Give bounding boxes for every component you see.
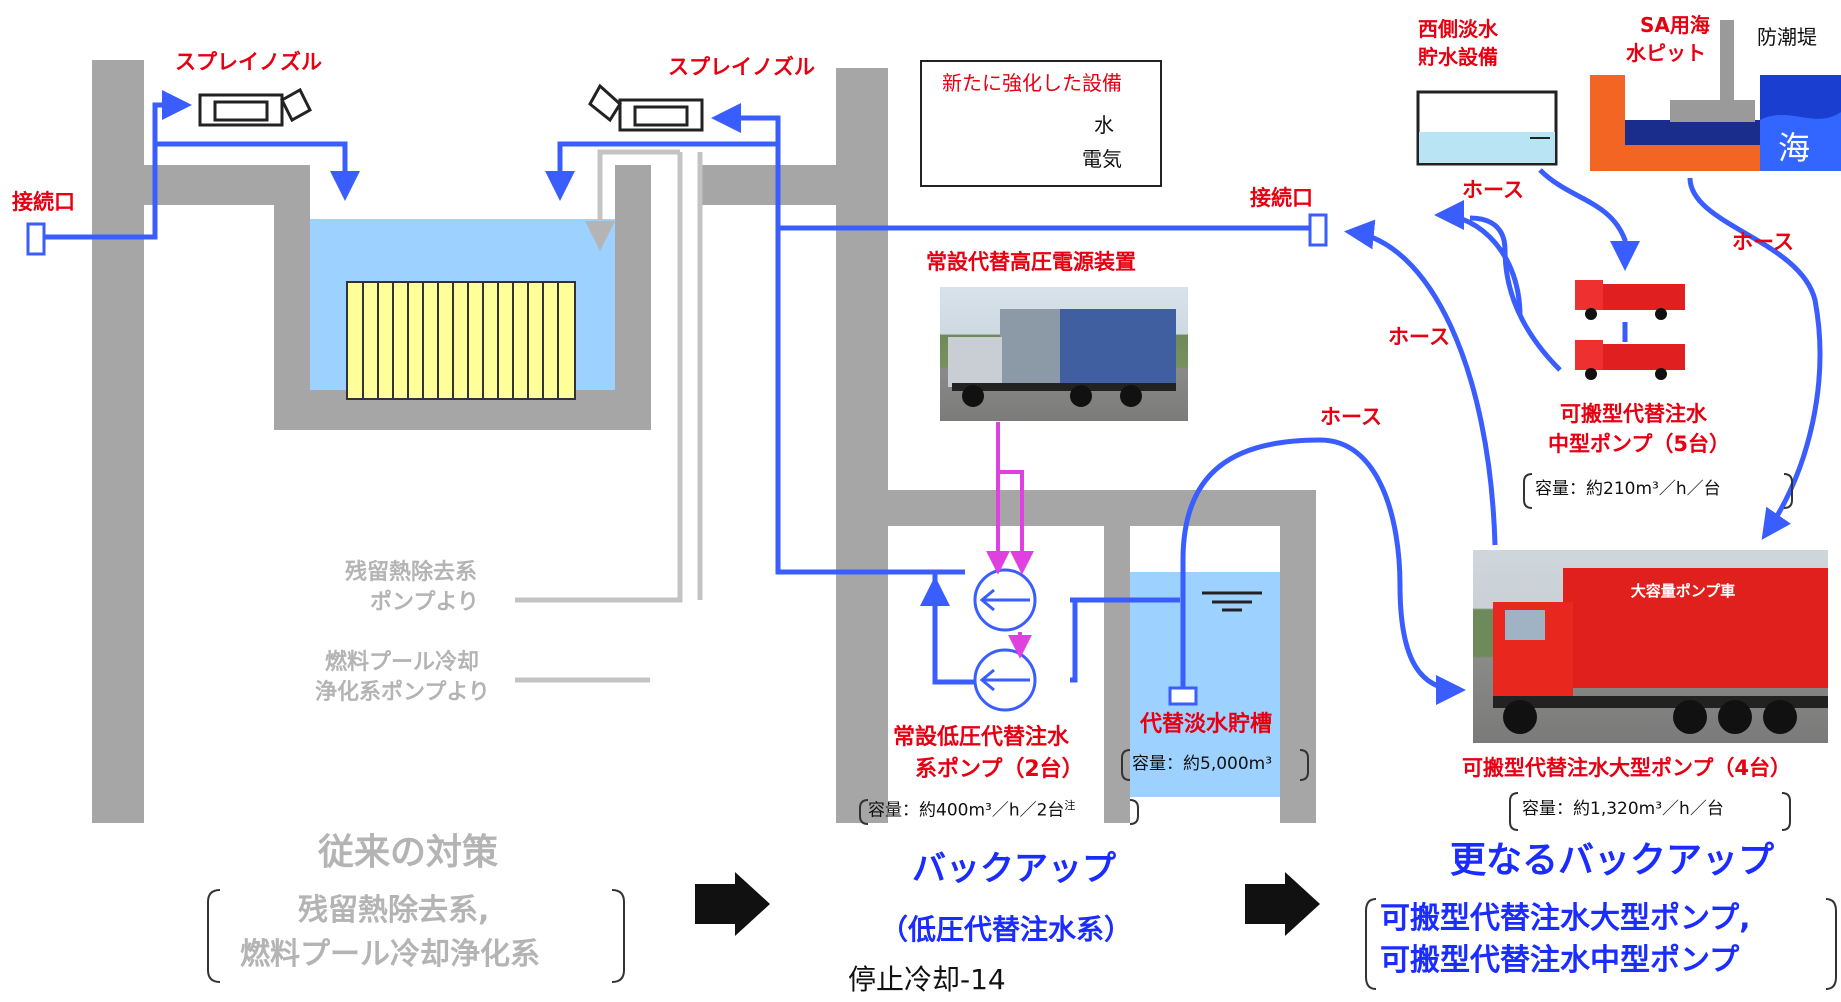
further-backup-sub-1: 可搬型代替注水大型ポンプ, (1380, 901, 1751, 936)
truck-sign: 大容量ポンプ車 (1630, 582, 1736, 600)
lp-pump-label-1: 常設低圧代替注水 (893, 725, 1070, 750)
hv-power-label: 常設代替高圧電源装置 (926, 250, 1136, 274)
connection-port-left-shape (26, 222, 46, 256)
seawall-label: 防潮堤 (1757, 25, 1817, 49)
legend: 新たに強化した設備 水 電気 (920, 60, 1162, 187)
further-backup-title: 更なるバックアップ (1450, 840, 1775, 881)
west-water-label-2: 貯水設備 (1418, 45, 1498, 69)
west-water-storage-shape (1416, 90, 1558, 166)
legacy-piping (515, 149, 703, 683)
large-pump-capacity: 容量：約1,320m³／h／台 (1522, 799, 1724, 819)
power-lines (986, 422, 1034, 659)
spray-nozzle-right-shape (588, 83, 704, 132)
west-water-label-1: 西側淡水 (1418, 17, 1498, 41)
hose-label-west: ホース (1462, 178, 1524, 202)
hose-label-middle: ホース (1320, 405, 1382, 429)
alt-tank-water (1130, 572, 1280, 797)
lp-pump-arrows (979, 588, 1030, 692)
legacy-section-title: 従来の対策 (318, 832, 499, 873)
legend-water-label: 水 (1094, 113, 1114, 137)
mid-pump-truck-2 (1575, 338, 1685, 380)
further-backup-sub-2: 可搬型代替注水中型ポンプ (1380, 943, 1740, 978)
fuel-pool-label-1: 燃料プール冷却 (325, 650, 480, 675)
sea-label: 海 (1778, 129, 1811, 167)
legend-electricity-label: 電気 (1082, 147, 1122, 171)
backup-section-title: バックアップ (912, 849, 1116, 889)
mid-pump-label-1: 可搬型代替注水 (1560, 402, 1707, 426)
tank-intake-shape (1168, 686, 1198, 706)
rhr-pump-label-1: 残留熱除去系 (345, 560, 478, 585)
legacy-section-sub-2: 燃料プール冷却浄化系 (240, 937, 540, 972)
legacy-section-sub-1: 残留熱除去系, (298, 893, 490, 928)
spray-nozzle-left-label: スプレイノズル (175, 50, 322, 74)
alt-tank-label: 代替淡水貯槽 (1140, 712, 1273, 737)
brackets (207, 473, 1837, 990)
page-label: 停止冷却-14 (848, 963, 1006, 996)
sa-pit-label-2: 水ピット (1626, 41, 1706, 65)
fuel-rack-rods (362, 282, 559, 399)
sa-sea-pit-shape (1590, 20, 1841, 171)
water-lines (45, 90, 1823, 705)
hv-power-truck-photo (940, 287, 1188, 421)
large-pump-label: 可搬型代替注水大型ポンプ（4台） (1462, 756, 1791, 780)
mid-pump-capacity: 容量：約210m³／h／台 (1535, 479, 1721, 499)
backup-section-sub: （低圧代替注水系） (880, 913, 1133, 946)
rhr-pump-label-2: ポンプより (370, 590, 479, 615)
large-pump-truck-photo: 大容量ポンプ車 (1473, 550, 1828, 743)
spray-nozzle-left-shape (198, 87, 312, 127)
tank-water-level-mark (1202, 591, 1262, 612)
mid-pump-label-2: 中型ポンプ（5台） (1548, 432, 1730, 456)
connection-port-right-label: 接続口 (1250, 186, 1313, 210)
mid-pump-truck-1 (1575, 278, 1685, 320)
connection-port-right-shape (1308, 213, 1328, 247)
sa-pit-label-1: SA用海 (1640, 13, 1710, 37)
flow-arrow-2 (1245, 872, 1320, 936)
lp-pump-capacity: 容量：約400m³／h／2台注 (868, 799, 1076, 821)
lp-pump-label-2: 系ポンプ（2台） (915, 757, 1084, 782)
fuel-pool-label-2: 浄化系ポンプより (315, 680, 490, 705)
hose-label-upper: ホース (1388, 325, 1450, 349)
spray-nozzle-right-label: スプレイノズル (668, 55, 815, 79)
alt-tank-capacity: 容量：約5,000m³ (1132, 754, 1273, 774)
legend-title: 新たに強化した設備 (942, 71, 1122, 95)
lp-pumps (973, 568, 1037, 712)
fuel-rack (346, 281, 576, 400)
reactor-building (92, 60, 1316, 823)
connection-port-left-label: 接続口 (12, 190, 75, 214)
flow-arrow-1 (695, 872, 770, 936)
hose-label-sea: ホース (1732, 230, 1794, 254)
